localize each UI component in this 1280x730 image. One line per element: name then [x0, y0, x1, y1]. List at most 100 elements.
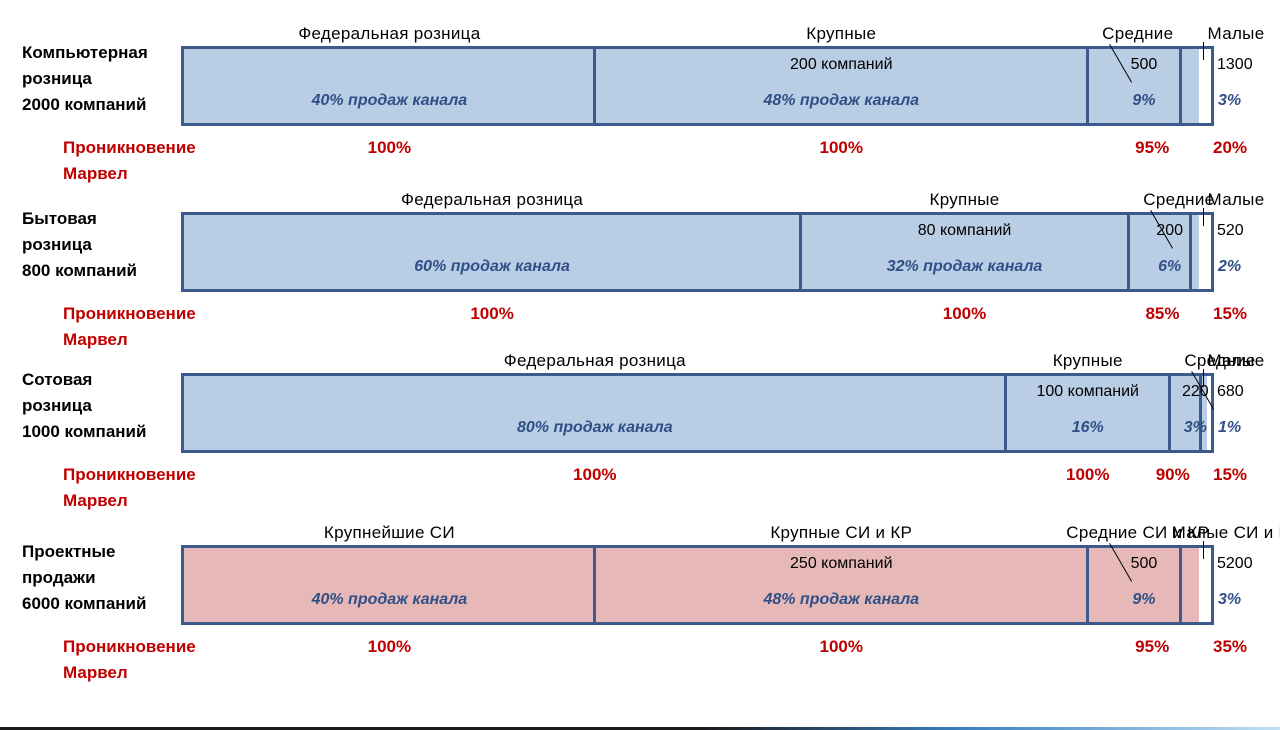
segment-name: Федеральная розница [401, 190, 584, 209]
segment-penetration: 100% [367, 138, 412, 157]
segment-penetration: 100% [367, 637, 412, 656]
segment-penetration: 85% [1145, 304, 1180, 323]
segment-name: Федеральная розница [298, 24, 481, 43]
bar-segment-1 [594, 548, 1088, 622]
footer-divider [0, 727, 1280, 730]
segment-divider [1199, 376, 1203, 450]
bar-segment-2 [1169, 376, 1201, 450]
leader-tick [1203, 541, 1205, 560]
bar-segment-1 [800, 215, 1129, 289]
segment-penetration: 100% [942, 304, 987, 323]
group-label-line: продажи [22, 568, 96, 587]
segment-share: 80% продаж канала [516, 419, 673, 436]
bar-segment-2 [1087, 49, 1181, 123]
segment-divider [1168, 376, 1172, 450]
segment-share: 2% [1218, 258, 1242, 275]
segment-name: Крупнейшие СИ [323, 523, 455, 542]
bar-segment-2 [1087, 548, 1181, 622]
segment-penetration: 100% [819, 637, 864, 656]
group-label-line: розница [22, 396, 92, 415]
bar-segment-1 [594, 49, 1088, 123]
segment-count: 80 компаний [917, 222, 1012, 239]
segment-divider [1086, 548, 1090, 622]
segment-count: 5200 [1217, 555, 1253, 572]
segment-name: Федеральная розница [503, 351, 686, 370]
segment-share: 1% [1218, 419, 1242, 436]
segment-name: Малые [1207, 351, 1265, 370]
group-label: Компьютерная розница 2000 компаний [22, 40, 148, 118]
group-label: Бытовая розница 800 компаний [22, 206, 137, 284]
leader-tick [1203, 42, 1205, 61]
segment-penetration: 100% [819, 138, 864, 157]
segment-divider [1086, 49, 1090, 123]
bar-segment-3 [1180, 49, 1199, 123]
penetration-label-line: Марвел [63, 330, 128, 349]
segment-share: 3% [1183, 419, 1207, 436]
segment-divider [1178, 49, 1182, 123]
segment-share: 60% продаж канала [414, 258, 570, 275]
group-label: Проектные продажи 6000 компаний [22, 539, 146, 617]
segment-divider [593, 548, 597, 622]
bar-segment-0 [184, 49, 595, 123]
segment-penetration: 20% [1212, 138, 1248, 157]
penetration-label-line: Марвел [63, 491, 128, 510]
segment-count: 250 компаний [790, 555, 893, 572]
penetration-label-line: Марвел [63, 164, 128, 183]
segment-count: 200 компаний [790, 56, 893, 73]
bar-segment-1 [1005, 376, 1170, 450]
segment-share: 48% продаж канала [763, 591, 920, 608]
segment-name: Крупные [1052, 351, 1123, 370]
bar-segment-3 [1200, 376, 1207, 450]
segment-count: 100 компаний [1036, 383, 1140, 400]
segment-divider [1188, 215, 1192, 289]
segment-name: Малые [1207, 24, 1265, 43]
segment-penetration: 100% [573, 465, 617, 484]
bar-segment-0 [184, 215, 801, 289]
segment-penetration: 15% [1212, 304, 1248, 323]
segment-share: 9% [1132, 92, 1156, 109]
segment-share: 3% [1218, 92, 1242, 109]
segment-name: Малые СИ и КР [1171, 523, 1280, 542]
segment-name: Крупные [806, 24, 877, 43]
stacked-bar [181, 545, 1214, 625]
segment-name: Средние [1184, 351, 1256, 370]
group-label-line: розница [22, 69, 92, 88]
segment-share: 16% [1071, 419, 1104, 436]
segment-count: 680 [1217, 383, 1244, 400]
segment-share: 9% [1132, 591, 1156, 608]
group-label-line: Сотовая [22, 370, 93, 389]
penetration-label-line: Проникновение [63, 304, 196, 323]
group-label-line: Компьютерная [22, 43, 148, 62]
stacked-bar [181, 373, 1214, 453]
segment-count: 1300 [1217, 56, 1253, 73]
penetration-label-line: Проникновение [63, 637, 196, 656]
group-label-line: 800 компаний [22, 261, 137, 280]
segment-penetration: 35% [1212, 637, 1248, 656]
segment-share: 32% продаж канала [886, 258, 1043, 275]
segment-share: 40% продаж канала [311, 92, 468, 109]
bar-segment-0 [184, 376, 1006, 450]
penetration-label-line: Марвел [63, 663, 128, 682]
segment-count: 200 [1156, 222, 1183, 239]
group-label-line: 2000 компаний [22, 95, 147, 114]
stacked-bar [181, 212, 1214, 292]
segment-count: 520 [1217, 222, 1244, 239]
group-label-line: Бытовая [22, 209, 97, 228]
segment-name: Малые [1207, 190, 1265, 209]
group-label-line: 6000 компаний [22, 594, 147, 613]
group-label-line: розница [22, 235, 92, 254]
segment-penetration: 95% [1135, 637, 1170, 656]
bar-segment-0 [184, 548, 595, 622]
group-label-line: Проектные [22, 542, 116, 561]
segment-share: 40% продаж канала [311, 591, 468, 608]
segment-penetration: 95% [1135, 138, 1170, 157]
stacked-bar [181, 46, 1214, 126]
penetration-label-line: Проникновение [63, 138, 196, 157]
segment-divider [1004, 376, 1008, 450]
bar-segment-3 [1190, 215, 1199, 289]
segment-name: Средние [1102, 24, 1174, 43]
penetration-label-line: Проникновение [63, 465, 196, 484]
